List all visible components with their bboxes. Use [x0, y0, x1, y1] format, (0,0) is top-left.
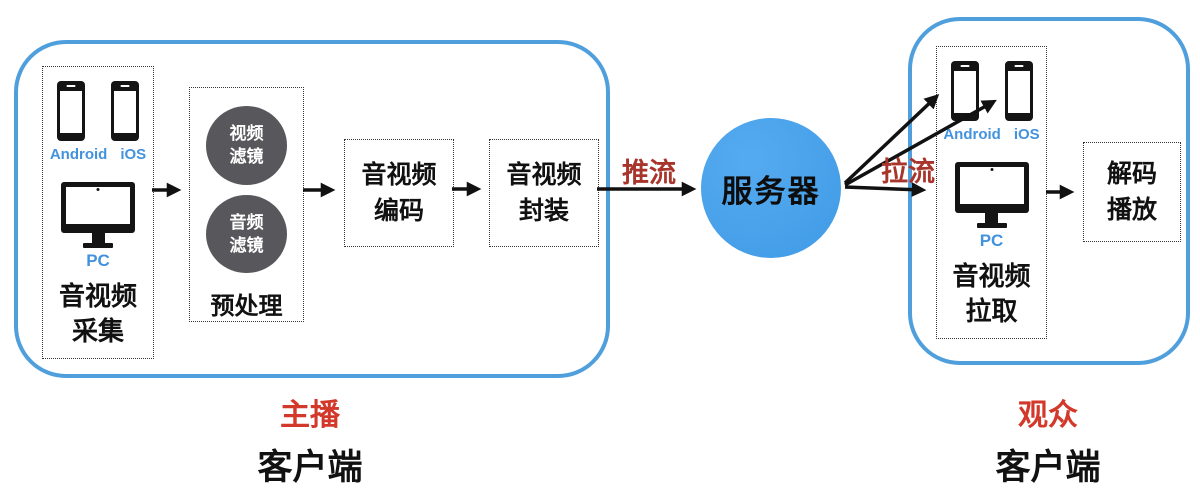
video-filter-line2: 滤镜	[229, 147, 264, 167]
server-label: 服务器	[721, 173, 821, 209]
broadcaster-caption: 主播 客户端	[200, 390, 420, 490]
pull-title-line2: 拉取	[965, 296, 1018, 326]
android-phone-icon	[57, 81, 85, 141]
android-label: Android	[49, 146, 108, 163]
pc-label: PC	[86, 251, 110, 270]
pull-phones-row	[950, 61, 1033, 121]
pull-device-labels: Android iOS	[943, 126, 1039, 143]
viewer-caption: 观众 客户端	[938, 390, 1158, 490]
ios-phone-icon	[1004, 61, 1033, 121]
android-label: Android	[943, 126, 1001, 143]
pc-monitor-icon	[61, 182, 135, 248]
ios-label: iOS	[120, 146, 147, 163]
monitor-neck-icon	[985, 213, 998, 223]
monitor-screen-icon	[954, 162, 1029, 213]
decode-title-line2: 播放	[1106, 196, 1157, 224]
monitor-base-icon	[83, 243, 113, 248]
video-filter-circle: 视频 滤镜	[206, 106, 287, 185]
pc-monitor-icon	[954, 162, 1029, 228]
pull-box: Android iOS PC 音视频 拉取	[936, 46, 1047, 339]
audio-filter-line2: 滤镜	[229, 235, 264, 255]
pull-title-line1: 音视频	[952, 261, 1031, 291]
ios-label: iOS	[1013, 126, 1040, 143]
preprocess-box: 视频 滤镜 音频 滤镜 预处理	[189, 87, 304, 322]
pull-stream-label: 拉流	[881, 157, 935, 187]
package-box: 音视频 封装	[489, 139, 599, 247]
audio-filter-circle: 音频 滤镜	[206, 194, 287, 273]
capture-title: 音视频 采集	[59, 279, 137, 349]
video-filter-line1: 视频	[229, 124, 264, 144]
capture-device-labels: Android iOS	[50, 146, 146, 163]
android-phone-icon	[950, 61, 979, 121]
server-node: 服务器	[701, 118, 841, 258]
viewer-client-box: Android iOS PC 音视频 拉取 解码 播放	[908, 17, 1190, 365]
broadcaster-role-label: 主播	[280, 399, 340, 432]
pull-title: 音视频 拉取	[952, 259, 1030, 329]
broadcaster-client-label: 客户端	[257, 448, 363, 487]
decode-box: 解码 播放	[1083, 142, 1181, 242]
encode-title-line2: 编码	[373, 197, 424, 225]
viewer-role-label: 观众	[1018, 399, 1078, 432]
capture-title-line2: 采集	[71, 316, 124, 346]
pc-label: PC	[979, 231, 1004, 250]
encode-box: 音视频 编码	[344, 139, 454, 247]
package-title-line2: 封装	[518, 197, 569, 225]
push-stream-label: 推流	[622, 158, 676, 188]
decode-title: 解码 播放	[1107, 156, 1157, 228]
encode-title-line1: 音视频	[361, 161, 437, 189]
broadcaster-client-box: Android iOS PC 音视频 采集 视频 滤镜 音频 滤镜	[14, 40, 610, 378]
package-title: 音视频 封装	[506, 157, 581, 229]
package-title-line1: 音视频	[506, 161, 582, 189]
viewer-client-label: 客户端	[995, 448, 1101, 487]
audio-filter-line1: 音频	[229, 212, 264, 232]
monitor-base-icon	[976, 223, 1007, 228]
capture-box: Android iOS PC 音视频 采集	[42, 66, 154, 359]
capture-title-line1: 音视频	[58, 281, 137, 311]
monitor-neck-icon	[91, 233, 105, 243]
preprocess-title: 预处理	[210, 293, 283, 320]
monitor-screen-icon	[61, 182, 135, 233]
encode-title: 音视频 编码	[361, 157, 436, 229]
ios-phone-icon	[111, 81, 139, 141]
decode-title-line1: 解码	[1106, 160, 1157, 188]
capture-phones-row	[57, 81, 139, 141]
